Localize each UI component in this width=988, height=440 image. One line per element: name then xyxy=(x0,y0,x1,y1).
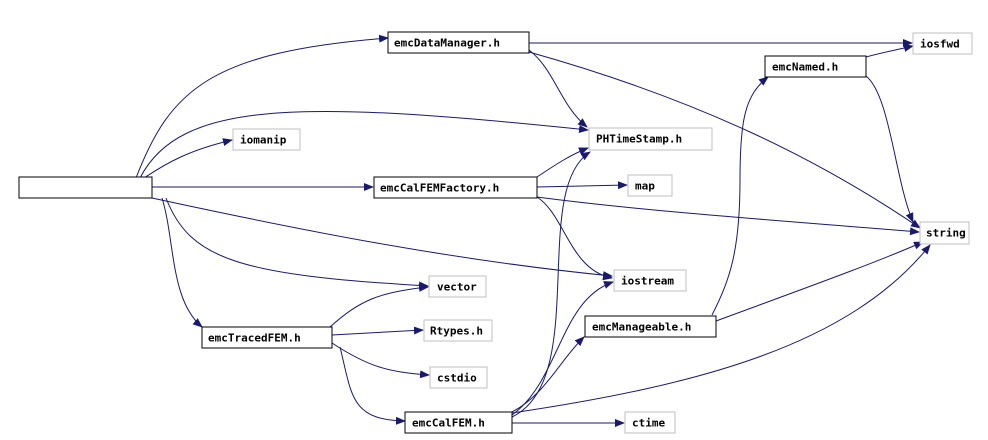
node-label: LongTermGains.C xyxy=(24,182,123,195)
node-cstdio[interactable]: cstdio xyxy=(429,366,488,389)
node-vector[interactable]: vector xyxy=(428,275,487,298)
node-iosfwd[interactable]: iosfwd xyxy=(912,32,973,55)
edge-root-to-PHTimeStamp xyxy=(139,110,589,179)
edge-emcNamed-to-string xyxy=(865,75,914,223)
node-root[interactable]: LongTermGains.C xyxy=(18,176,153,199)
node-label: map xyxy=(635,180,655,193)
edge-emcManageable-to-emcNamed xyxy=(711,76,769,316)
node-emcCalFEM[interactable]: emcCalFEM.h xyxy=(404,411,513,434)
node-emcNamed[interactable]: emcNamed.h xyxy=(764,55,867,78)
node-iostream[interactable]: iostream xyxy=(613,269,687,292)
edge-emcCalFEMFactory-to-string xyxy=(536,196,920,236)
node-label: emcManageable.h xyxy=(592,321,691,334)
node-label: iomanip xyxy=(240,134,287,147)
edge-emcCalFEM-to-string xyxy=(511,244,931,414)
edge-emcNamed-to-iosfwd xyxy=(865,44,914,58)
edge-emcCalFEMFactory-to-iostream xyxy=(536,196,613,281)
edge-emcDataManager-to-PHTimeStamp xyxy=(528,49,588,128)
node-label: Rtypes.h xyxy=(430,325,483,338)
node-label: ctime xyxy=(632,417,665,430)
node-label: string xyxy=(926,227,966,240)
node-emcManageable[interactable]: emcManageable.h xyxy=(584,315,717,338)
node-PHTimeStamp[interactable]: PHTimeStamp.h xyxy=(588,127,713,151)
edge-emcTracedFEM-to-vector xyxy=(329,283,429,328)
edges xyxy=(135,34,931,427)
edge-root-to-iomanip xyxy=(143,138,233,179)
edge-emcCalFEMFactory-to-map xyxy=(536,181,628,190)
node-emcTracedFEM[interactable]: emcTracedFEM.h xyxy=(201,326,333,349)
edge-root-to-emcTracedFEM xyxy=(161,197,203,328)
node-Rtypes[interactable]: Rtypes.h xyxy=(423,319,493,342)
node-label: cstdio xyxy=(437,372,477,385)
node-label: iosfwd xyxy=(920,38,960,51)
node-label: vector xyxy=(437,281,477,294)
node-label: PHTimeStamp.h xyxy=(596,133,682,146)
node-label: emcCalFEM.h xyxy=(412,417,485,430)
node-string[interactable]: string xyxy=(919,221,970,245)
node-emcDataManager[interactable]: emcDataManager.h xyxy=(387,31,530,54)
node-ctime[interactable]: ctime xyxy=(624,411,676,434)
node-label: emcNamed.h xyxy=(772,61,838,74)
edge-root-to-vector xyxy=(165,197,429,290)
edge-emcTracedFEM-to-emcCalFEM xyxy=(339,346,406,425)
edge-root-to-emcDataManager xyxy=(135,34,389,179)
node-iomanip[interactable]: iomanip xyxy=(232,128,301,151)
edge-emcCalFEM-to-emcManageable xyxy=(511,336,585,413)
node-label: emcTracedFEM.h xyxy=(208,332,301,345)
node-label: iostream xyxy=(621,275,674,288)
node-label: emcCalFEMFactory.h xyxy=(380,182,499,195)
node-emcCalFEMFactory[interactable]: emcCalFEMFactory.h xyxy=(373,176,538,199)
node-label: emcDataManager.h xyxy=(394,37,500,50)
edge-emcCalFEMFactory-to-PHTimeStamp xyxy=(536,147,589,178)
edge-emcTracedFEM-to-cstdio xyxy=(331,342,430,379)
edge-emcCalFEM-to-iostream xyxy=(511,281,614,416)
edge-emcDataManager-to-string xyxy=(528,51,921,229)
edge-emcTracedFEM-to-Rtypes xyxy=(331,326,424,336)
edge-emcManageable-to-string xyxy=(715,241,924,322)
edge-root-to-iostream xyxy=(151,197,613,280)
node-map[interactable]: map xyxy=(627,174,673,197)
